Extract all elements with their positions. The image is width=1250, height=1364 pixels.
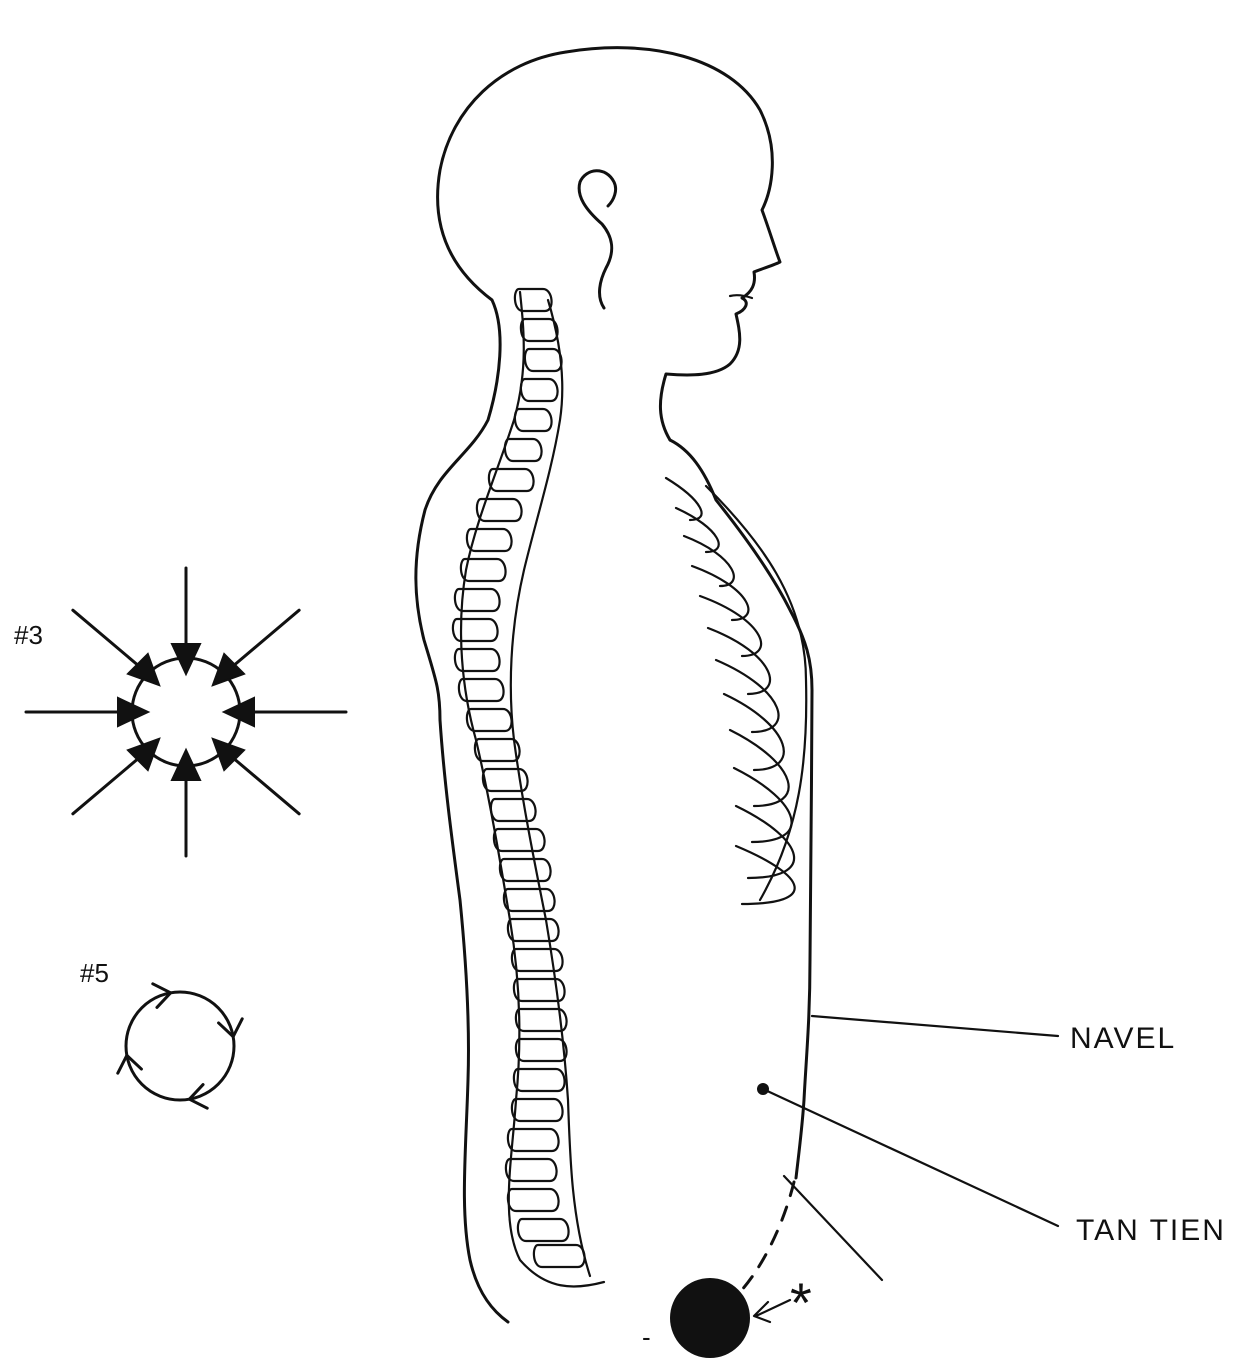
vertebra [506, 1159, 557, 1181]
body-outline [416, 48, 812, 1322]
rib [692, 566, 748, 620]
vertebra [515, 409, 552, 431]
vertebra [505, 439, 542, 461]
vertebra [525, 349, 562, 371]
perineum-marker: - * [642, 1271, 814, 1358]
solid-black-dot-icon [670, 1278, 750, 1358]
ribcage [666, 478, 806, 904]
inward-arrowhead [128, 739, 159, 770]
tan-tien-label: TAN TIEN [1076, 1214, 1226, 1247]
vertebra [508, 1189, 559, 1211]
inward-arrows [26, 568, 346, 856]
inward-arrow-shaft [226, 610, 300, 672]
eight-inward-arrows-circle-icon: #3 [14, 568, 346, 856]
rib [700, 596, 761, 656]
diagram-5-label: #5 [80, 958, 109, 988]
vertebra [512, 949, 563, 971]
inward-arrowhead [213, 654, 244, 685]
vertebra [500, 859, 551, 881]
pubic-marker [784, 1176, 882, 1280]
spine-back-edge [461, 292, 604, 1287]
vertebra [508, 1129, 559, 1151]
minus-label: - [642, 1322, 651, 1352]
rib [676, 508, 719, 552]
navel-label: NAVEL [1070, 1022, 1176, 1055]
inward-arrow-shaft [226, 752, 300, 814]
vertebra [504, 889, 555, 911]
face-contour [566, 48, 780, 440]
rib [666, 478, 702, 520]
lower-abdomen-dashed [740, 1182, 794, 1292]
vertebra [491, 799, 536, 821]
circulation-arrows [118, 984, 242, 1108]
vertebra [494, 829, 545, 851]
ear [579, 171, 615, 308]
vertebra [534, 1245, 585, 1267]
arrow-to-dot [754, 1300, 790, 1322]
navel-marker: NAVEL [812, 1016, 1176, 1055]
rib [684, 536, 734, 586]
inward-arrowhead [128, 654, 159, 685]
vertebra [514, 1069, 565, 1091]
back-contour [416, 52, 566, 1322]
tan-tien-leader-line [763, 1089, 1058, 1226]
rib [716, 660, 778, 732]
rib [730, 730, 789, 806]
pubic-line [784, 1176, 882, 1280]
inward-arrow-shaft [73, 752, 147, 814]
circulation-circle [126, 992, 234, 1100]
rib [736, 846, 795, 904]
clockwise-circulation-icon: #5 [80, 958, 242, 1108]
vertebra [512, 1099, 563, 1121]
vertebra [516, 1039, 567, 1061]
vertebra [475, 739, 520, 761]
navel-leader-line [812, 1016, 1058, 1036]
inward-arrow-shaft [73, 610, 147, 672]
vertebra [508, 919, 559, 941]
vertebra [521, 379, 558, 401]
inward-arrowhead [213, 739, 244, 770]
vertebra [521, 319, 558, 341]
vertebra [453, 619, 498, 641]
asterisk-label: * [790, 1271, 814, 1334]
diagram-3-label: #3 [14, 620, 43, 650]
vertebra [518, 1219, 569, 1241]
